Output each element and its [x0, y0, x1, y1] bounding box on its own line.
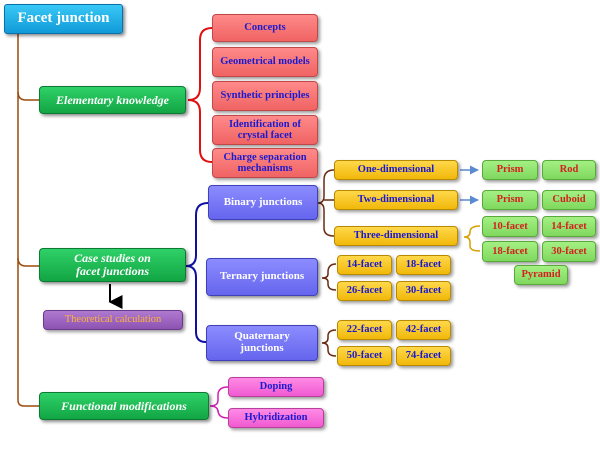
- three-dimensional-node: Three-dimensional: [334, 226, 458, 246]
- elementary-knowledge-node: Elementary knowledge: [39, 86, 186, 114]
- doping-node: Doping: [228, 377, 324, 397]
- three-d-14-facet-node: 14-facet: [542, 216, 596, 237]
- ternary-30-facet-node: 30-facet: [396, 281, 451, 301]
- geometrical-models-node: Geometrical models: [212, 47, 318, 77]
- rod-node: Rod: [542, 160, 596, 180]
- ternary-bracket: [321, 263, 337, 291]
- one-dimensional-node: One-dimensional: [334, 160, 458, 180]
- charge-separation-node: Charge separation mechanisms: [212, 148, 318, 178]
- functional-bracket: [209, 386, 229, 419]
- quaternary-22-facet-node: 22-facet: [337, 320, 392, 340]
- two-dimensional-prism-node: Prism: [482, 190, 538, 210]
- three-d-18-facet-node: 18-facet: [482, 241, 538, 262]
- three-dimensional-bracket: [463, 225, 481, 252]
- root-node: Facet junction: [4, 4, 123, 34]
- trunk-to-case-studies: [17, 257, 40, 267]
- hybridization-node: Hybridization: [228, 408, 324, 428]
- quaternary-74-facet-node: 74-facet: [396, 346, 451, 366]
- quaternary-junctions-node: Quaternary junctions: [206, 325, 318, 361]
- pyramid-node: Pyramid: [514, 265, 568, 285]
- case-studies-bracket: [185, 202, 209, 343]
- cuboid-node: Cuboid: [542, 190, 596, 210]
- one-dimensional-prism-node: Prism: [482, 160, 538, 180]
- theoretical-calculation-node: Theoretical calculation: [43, 310, 183, 330]
- ternary-18-facet-node: 18-facet: [396, 255, 451, 275]
- trunk-line: [17, 34, 40, 407]
- ternary-junctions-node: Ternary junctions: [206, 258, 318, 296]
- binary-junctions-node: Binary junctions: [208, 185, 318, 220]
- functional-modifications-node: Functional modifications: [39, 392, 209, 420]
- ternary-14-facet-node: 14-facet: [337, 255, 392, 275]
- binary-bracket: [317, 169, 335, 237]
- quaternary-50-facet-node: 50-facet: [337, 346, 392, 366]
- two-dimensional-node: Two-dimensional: [334, 190, 458, 210]
- quaternary-bracket: [321, 329, 337, 357]
- trunk-to-elementary: [17, 91, 40, 101]
- crystal-facet-identification-node: Identification of crystal facet: [212, 115, 318, 145]
- quaternary-42-facet-node: 42-facet: [396, 320, 451, 340]
- synthetic-principles-node: Synthetic principles: [212, 81, 318, 111]
- ternary-26-facet-node: 26-facet: [337, 281, 392, 301]
- three-d-10-facet-node: 10-facet: [482, 216, 538, 237]
- three-d-30-facet-node: 30-facet: [542, 241, 596, 262]
- case-studies-node: Case studies on facet junctions: [39, 248, 186, 282]
- concepts-node: Concepts: [212, 14, 318, 42]
- elementary-bracket: [187, 27, 213, 163]
